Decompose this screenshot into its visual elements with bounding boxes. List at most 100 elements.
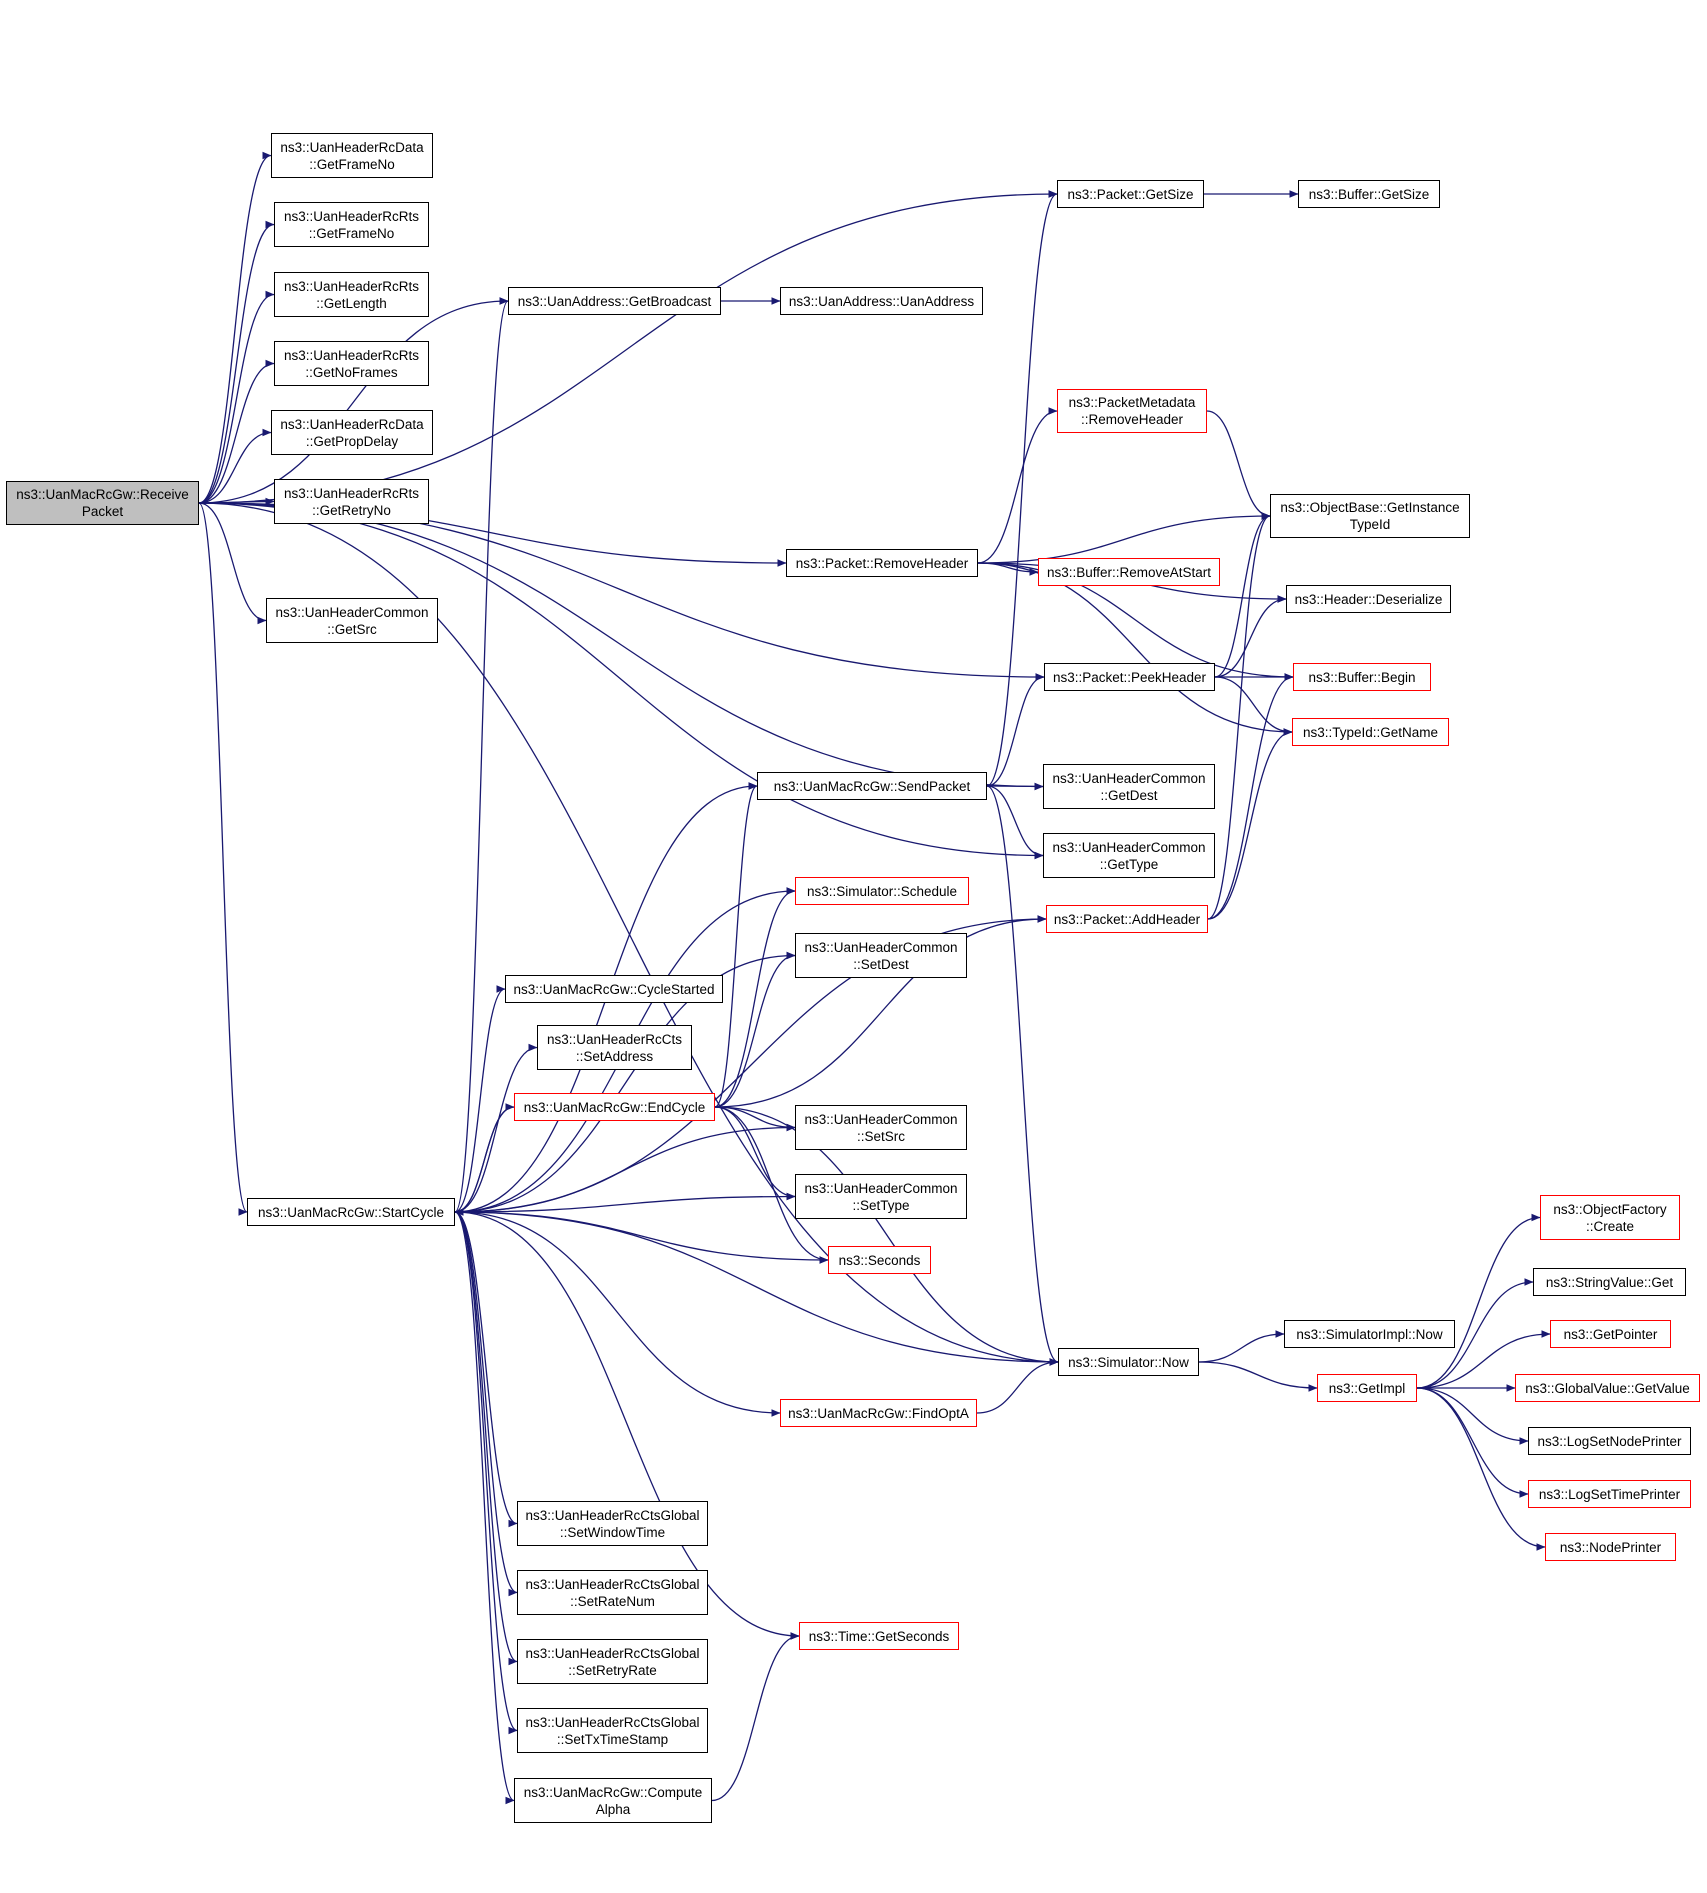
edge-startcycle-to-common-settype — [454, 1192, 796, 1213]
node-label-line: ns3::GetPointer — [1563, 1326, 1658, 1342]
edge-packet-removeheader-to-buffer-begin — [977, 562, 1294, 681]
node-label-line: ::GetDest — [1100, 787, 1158, 803]
node-label-line: ns3::GlobalValue::GetValue — [1525, 1380, 1690, 1396]
node-uanaddress[interactable]: ns3::UanAddress::UanAddress — [780, 287, 983, 315]
node-buffer-getsize[interactable]: ns3::Buffer::GetSize — [1298, 180, 1440, 208]
node-label-line: ::SetTxTimeStamp — [556, 1731, 669, 1747]
edge-pm-removeheader-to-getinstancetypeid — [1206, 410, 1271, 520]
edge-endcycle-to-startcycle — [454, 1106, 515, 1216]
node-data-frameno[interactable]: ns3::UanHeaderRcData::GetFrameNo — [271, 133, 433, 178]
edge-endcycle-to-seconds — [714, 1106, 829, 1264]
node-common-getsrc[interactable]: ns3::UanHeaderCommon::GetSrc — [266, 598, 438, 643]
node-rts-length[interactable]: ns3::UanHeaderRcRts::GetLength — [274, 272, 429, 317]
node-seconds[interactable]: ns3::Seconds — [828, 1246, 931, 1274]
node-label-line: ns3::TypeId::GetName — [1302, 724, 1439, 740]
edge-getimpl-to-lognodeprinter — [1416, 1387, 1529, 1445]
node-label-line: ns3::Header::Deserialize — [1294, 591, 1443, 607]
node-sendpacket[interactable]: ns3::UanMacRcGw::SendPacket — [757, 772, 987, 800]
node-label-line: ::GetType — [1099, 856, 1159, 872]
node-common-getdest[interactable]: ns3::UanHeaderCommon::GetDest — [1043, 764, 1215, 809]
edge-getimpl-to-stringvalue-get — [1416, 1278, 1534, 1389]
edge-endcycle-to-simulator-now — [714, 1106, 1059, 1366]
node-label-line: ns3::UanAddress::UanAddress — [788, 293, 975, 309]
node-cyclestarted[interactable]: ns3::UanMacRcGw::CycleStarted — [505, 975, 723, 1003]
node-buffer-begin[interactable]: ns3::Buffer::Begin — [1293, 663, 1431, 691]
node-ctsg-setratenum[interactable]: ns3::UanHeaderRcCtsGlobal::SetRateNum — [517, 1570, 708, 1615]
node-data-propdelay[interactable]: ns3::UanHeaderRcData::GetPropDelay — [271, 410, 433, 455]
node-ctsg-setretryrate[interactable]: ns3::UanHeaderRcCtsGlobal::SetRetryRate — [517, 1639, 708, 1684]
node-stringvalue-get[interactable]: ns3::StringValue::Get — [1533, 1268, 1686, 1296]
node-label-line: ns3::UanHeaderCommon — [275, 604, 429, 620]
node-objectfactory-create[interactable]: ns3::ObjectFactory::Create — [1540, 1195, 1680, 1240]
edge-startcycle-to-cts-setaddress — [454, 1043, 538, 1213]
node-packet-removeheader[interactable]: ns3::Packet::RemoveHeader — [786, 549, 978, 577]
node-common-gettype[interactable]: ns3::UanHeaderCommon::GetType — [1043, 833, 1215, 878]
node-packet-getsize[interactable]: ns3::Packet::GetSize — [1057, 180, 1204, 208]
edge-startcycle-to-ctsg-setwindowtime — [454, 1211, 518, 1528]
node-label-line: ::GetNoFrames — [305, 364, 398, 380]
node-simulator-now[interactable]: ns3::Simulator::Now — [1058, 1348, 1199, 1376]
node-label-line: TypeId — [1349, 517, 1391, 532]
node-label-line: ns3::Packet::GetSize — [1067, 186, 1194, 202]
node-common-settype[interactable]: ns3::UanHeaderCommon::SetType — [795, 1174, 967, 1219]
node-getbroadcast[interactable]: ns3::UanAddress::GetBroadcast — [508, 287, 721, 315]
node-common-setdest[interactable]: ns3::UanHeaderCommon::SetDest — [795, 933, 967, 978]
node-getpointer[interactable]: ns3::GetPointer — [1550, 1320, 1671, 1348]
node-packet-peekheader[interactable]: ns3::Packet::PeekHeader — [1044, 663, 1215, 691]
node-common-setsrc[interactable]: ns3::UanHeaderCommon::SetSrc — [795, 1105, 967, 1150]
node-label-line: Packet — [81, 504, 124, 519]
edge-getimpl-to-objectfactory-create — [1416, 1213, 1541, 1389]
node-addheader[interactable]: ns3::Packet::AddHeader — [1046, 905, 1208, 933]
node-simimpl-now[interactable]: ns3::SimulatorImpl::Now — [1284, 1320, 1455, 1348]
edge-endcycle-to-sendpacket — [714, 782, 758, 1108]
node-lognodeprinter[interactable]: ns3::LogSetNodePrinter — [1528, 1427, 1691, 1455]
node-label-line: ns3::UanHeaderCommon — [1052, 839, 1206, 855]
node-label-line: ns3::Seconds — [838, 1252, 921, 1268]
node-label-line: ::SetWindowTime — [559, 1524, 666, 1540]
edge-receive-to-rts-frameno — [198, 220, 275, 504]
edge-startcycle-to-cyclestarted — [454, 985, 506, 1213]
edge-packet-removeheader-to-typeid-getname — [977, 562, 1293, 736]
node-buffer-removeatstart[interactable]: ns3::Buffer::RemoveAtStart — [1038, 558, 1220, 586]
node-label-line: ns3::LogSetTimePrinter — [1538, 1486, 1681, 1502]
node-label-line: ns3::GetImpl — [1328, 1380, 1406, 1396]
node-rts-frameno[interactable]: ns3::UanHeaderRcRts::GetFrameNo — [274, 202, 429, 247]
node-label-line: ns3::Packet::PeekHeader — [1052, 669, 1207, 685]
node-ctsg-setwindowtime[interactable]: ns3::UanHeaderRcCtsGlobal::SetWindowTime — [517, 1501, 708, 1546]
node-time-getseconds[interactable]: ns3::Time::GetSeconds — [799, 1622, 959, 1650]
edge-packet-peekheader-to-header-deserialize — [1214, 595, 1287, 678]
node-schedule[interactable]: ns3::Simulator::Schedule — [795, 877, 969, 905]
edge-packet-removeheader-to-pm-removeheader — [977, 407, 1058, 564]
node-rts-retryno[interactable]: ns3::UanHeaderRcRts::GetRetryNo — [274, 479, 429, 524]
edge-startcycle-to-ctsg-setretryrate — [454, 1211, 518, 1666]
node-label-line: ns3::UanHeaderCommon — [804, 1111, 958, 1127]
node-label-line: ns3::UanHeaderRcData — [280, 416, 424, 432]
node-label-line: ns3::UanHeaderRcRts — [283, 278, 420, 294]
node-label-line: ns3::UanHeaderRcRts — [283, 347, 420, 363]
edge-sendpacket-to-packet-getsize — [986, 190, 1058, 787]
node-nodeprinter[interactable]: ns3::NodePrinter — [1545, 1533, 1676, 1561]
edge-packet-removeheader-to-getinstancetypeid — [977, 512, 1271, 564]
node-label-line: ns3::ObjectFactory — [1553, 1201, 1667, 1217]
node-header-deserialize[interactable]: ns3::Header::Deserialize — [1286, 585, 1451, 613]
node-endcycle[interactable]: ns3::UanMacRcGw::EndCycle — [514, 1093, 715, 1121]
node-label-line: ns3::UanMacRcGw::Receive — [16, 487, 189, 502]
node-globalvalue-getvalue[interactable]: ns3::GlobalValue::GetValue — [1515, 1374, 1700, 1402]
node-startcycle[interactable]: ns3::UanMacRcGw::StartCycle — [247, 1198, 455, 1226]
node-label-line: ns3::UanHeaderRcRts — [283, 485, 420, 501]
node-getimpl[interactable]: ns3::GetImpl — [1317, 1374, 1417, 1402]
node-logtimeprinter[interactable]: ns3::LogSetTimePrinter — [1528, 1480, 1691, 1508]
node-pm-removeheader[interactable]: ns3::PacketMetadata::RemoveHeader — [1057, 389, 1207, 433]
edge-receive-to-rts-length — [198, 290, 275, 504]
node-rts-noframes[interactable]: ns3::UanHeaderRcRts::GetNoFrames — [274, 341, 429, 386]
node-typeid-getname[interactable]: ns3::TypeId::GetName — [1292, 718, 1449, 746]
node-label-line: ns3::Buffer::RemoveAtStart — [1046, 564, 1212, 580]
node-findopta[interactable]: ns3::UanMacRcGw::FindOptA — [780, 1399, 977, 1427]
node-ctsg-settxtimestamp[interactable]: ns3::UanHeaderRcCtsGlobal::SetTxTimeStam… — [517, 1708, 708, 1753]
node-label-line: ::GetFrameNo — [308, 225, 395, 241]
node-cts-setaddress[interactable]: ns3::UanHeaderRcCts::SetAddress — [537, 1025, 692, 1070]
edge-startcycle-to-time-getseconds — [454, 1211, 800, 1640]
